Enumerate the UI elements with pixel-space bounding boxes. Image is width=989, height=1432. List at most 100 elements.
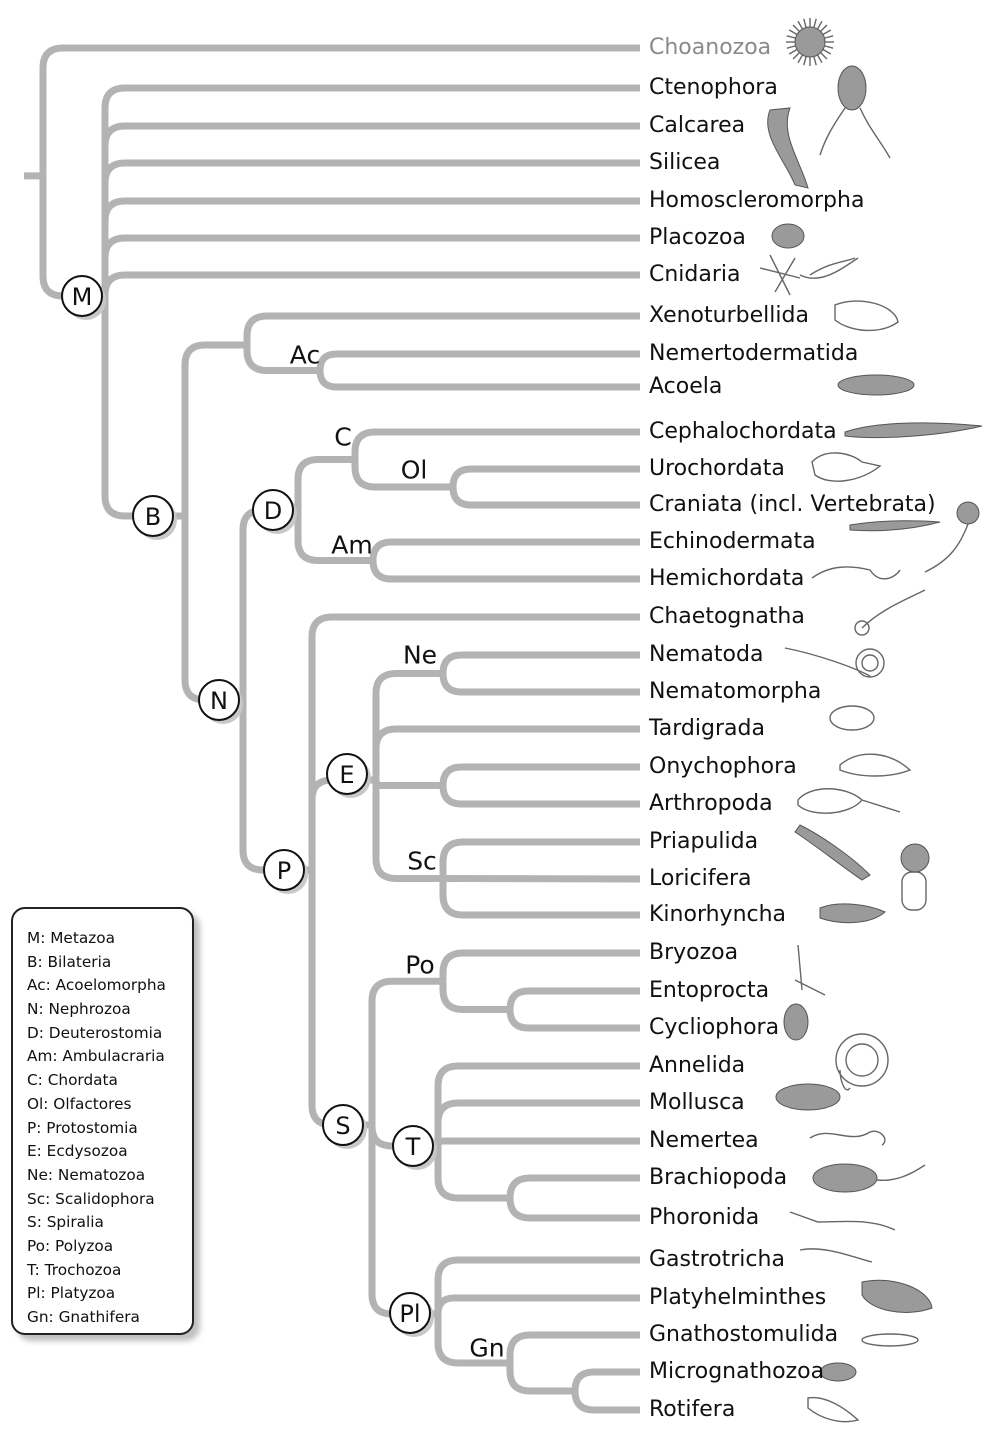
clade-label-ne: Ne xyxy=(403,641,437,670)
taxon-label: Platyhelminthes xyxy=(649,1285,826,1310)
tree-branch xyxy=(443,767,640,786)
taxon-label: Homoscleromorpha xyxy=(649,188,864,213)
legend-item: C: Chordata xyxy=(27,1069,192,1093)
legend-item: Am: Ambulacraria xyxy=(27,1045,192,1069)
taxon-label: Xenoturbellida xyxy=(649,303,809,328)
legend-item: B: Bilateria xyxy=(27,951,192,975)
tree-branch xyxy=(376,780,443,786)
lamp-shell-icon xyxy=(813,1164,925,1192)
taxon-label: Choanozoa xyxy=(649,35,771,60)
tree-branch xyxy=(438,1146,510,1198)
tree-branch xyxy=(320,371,640,388)
svg-text:D: D xyxy=(264,497,282,525)
taxon-label: Gastrotricha xyxy=(649,1247,785,1272)
tree-branch xyxy=(438,1260,640,1314)
taxon-label: Nematoda xyxy=(649,642,763,667)
tree-branch xyxy=(443,879,640,916)
taxon-label: Tardigrada xyxy=(648,716,765,741)
loriciferan-icon xyxy=(901,844,929,910)
tree-branch xyxy=(443,981,510,1009)
xenoturbella-icon xyxy=(835,301,898,330)
node-marker-e: E xyxy=(327,754,371,798)
taxon-label: Onychophora xyxy=(649,754,797,779)
taxon-label: Mollusca xyxy=(649,1090,745,1115)
tree-branch xyxy=(443,953,640,981)
tree-branch xyxy=(372,981,443,1125)
taxon-label: Micrognathozoa xyxy=(649,1359,824,1384)
tree-branch xyxy=(438,1298,640,1314)
tree-branch xyxy=(453,469,640,487)
taxon-label: Phoronida xyxy=(649,1205,759,1230)
taxon-label: Gnathostomulida xyxy=(649,1322,838,1347)
roundworm-icon xyxy=(785,648,884,677)
node-marker-t: T xyxy=(393,1126,437,1170)
legend-item: T: Trochozoa xyxy=(27,1259,192,1283)
node-marker-m: M xyxy=(62,276,106,320)
node-marker-pl: Pl xyxy=(390,1293,434,1337)
acoel-worm-icon xyxy=(838,375,914,395)
legend-item: M: Metazoa xyxy=(27,927,192,951)
taxon-label: Cycliophora xyxy=(649,1015,779,1040)
tree-branch xyxy=(185,345,247,516)
legend-box: M: Metazoa B: Bilateria Ac: Acoelomorpha… xyxy=(11,907,194,1335)
tunicate-icon xyxy=(812,453,880,481)
node-marker-d: D xyxy=(253,490,297,534)
taxon-label: Echinodermata xyxy=(649,529,816,554)
svg-text:E: E xyxy=(339,761,354,789)
node-marker-b: B xyxy=(133,496,177,540)
gastrotrich-icon xyxy=(800,1249,872,1262)
comb-jelly-icon xyxy=(820,66,890,158)
clade-label-ol: Ol xyxy=(401,456,428,485)
placozoan-icon xyxy=(772,224,804,248)
taxon-label: Nemertea xyxy=(649,1128,759,1153)
svg-text:P: P xyxy=(277,857,291,885)
legend-item: Gn: Gnathifera xyxy=(27,1306,192,1330)
tree-branch xyxy=(443,786,640,805)
rotifer-icon xyxy=(808,1398,858,1422)
micrognathozoan-icon xyxy=(820,1363,856,1381)
hydra-icon xyxy=(760,255,858,295)
tree-branch xyxy=(575,1372,640,1391)
bryozoan-icon xyxy=(795,945,825,995)
svg-text:T: T xyxy=(405,1133,421,1161)
lancelet-icon xyxy=(845,423,982,438)
calcareous-sponge-icon xyxy=(768,108,808,188)
taxon-label: Silicea xyxy=(649,150,720,175)
taxon-label: Entoprocta xyxy=(649,978,769,1003)
acorn-worm-icon xyxy=(812,567,900,579)
flatworm-icon xyxy=(862,1280,932,1312)
svg-text:N: N xyxy=(210,687,228,715)
tree-branch xyxy=(376,729,640,780)
tree-branch xyxy=(510,1010,640,1029)
horseshoe-crab-icon xyxy=(798,789,900,813)
taxon-label: Calcarea xyxy=(649,113,745,138)
tree-branch xyxy=(443,655,640,674)
priapulid-icon xyxy=(795,825,870,880)
kinorhynch-icon xyxy=(820,904,885,923)
legend-item: N: Nephrozoa xyxy=(27,998,192,1022)
ribbon-worm-icon xyxy=(810,1131,885,1145)
tree-branch xyxy=(453,487,640,505)
tree-branch xyxy=(575,1391,640,1410)
tree-branch xyxy=(443,674,640,693)
taxon-label: Hemichordata xyxy=(649,566,804,591)
tree-branch xyxy=(438,1141,640,1146)
node-marker-n: N xyxy=(199,680,243,724)
tree-branch xyxy=(320,354,640,371)
tree-branch xyxy=(355,432,640,460)
polychaete-icon xyxy=(836,1034,888,1090)
choanoflagellate-colony-icon xyxy=(786,18,834,66)
tree-branch xyxy=(510,1198,640,1218)
cycliophoran-icon xyxy=(784,1004,808,1040)
legend-item: P: Protostomia xyxy=(27,1117,192,1141)
tree-branch xyxy=(105,296,185,516)
tree-branch xyxy=(510,1335,640,1363)
clade-label-gn: Gn xyxy=(469,1334,504,1363)
tree-branch xyxy=(510,991,640,1010)
svg-text:M: M xyxy=(72,283,93,311)
taxon-label: Priapulida xyxy=(649,829,758,854)
node-marker-s: S xyxy=(323,1105,367,1149)
clade-label-ac: Ac xyxy=(290,341,320,370)
tree-branch xyxy=(443,842,640,879)
